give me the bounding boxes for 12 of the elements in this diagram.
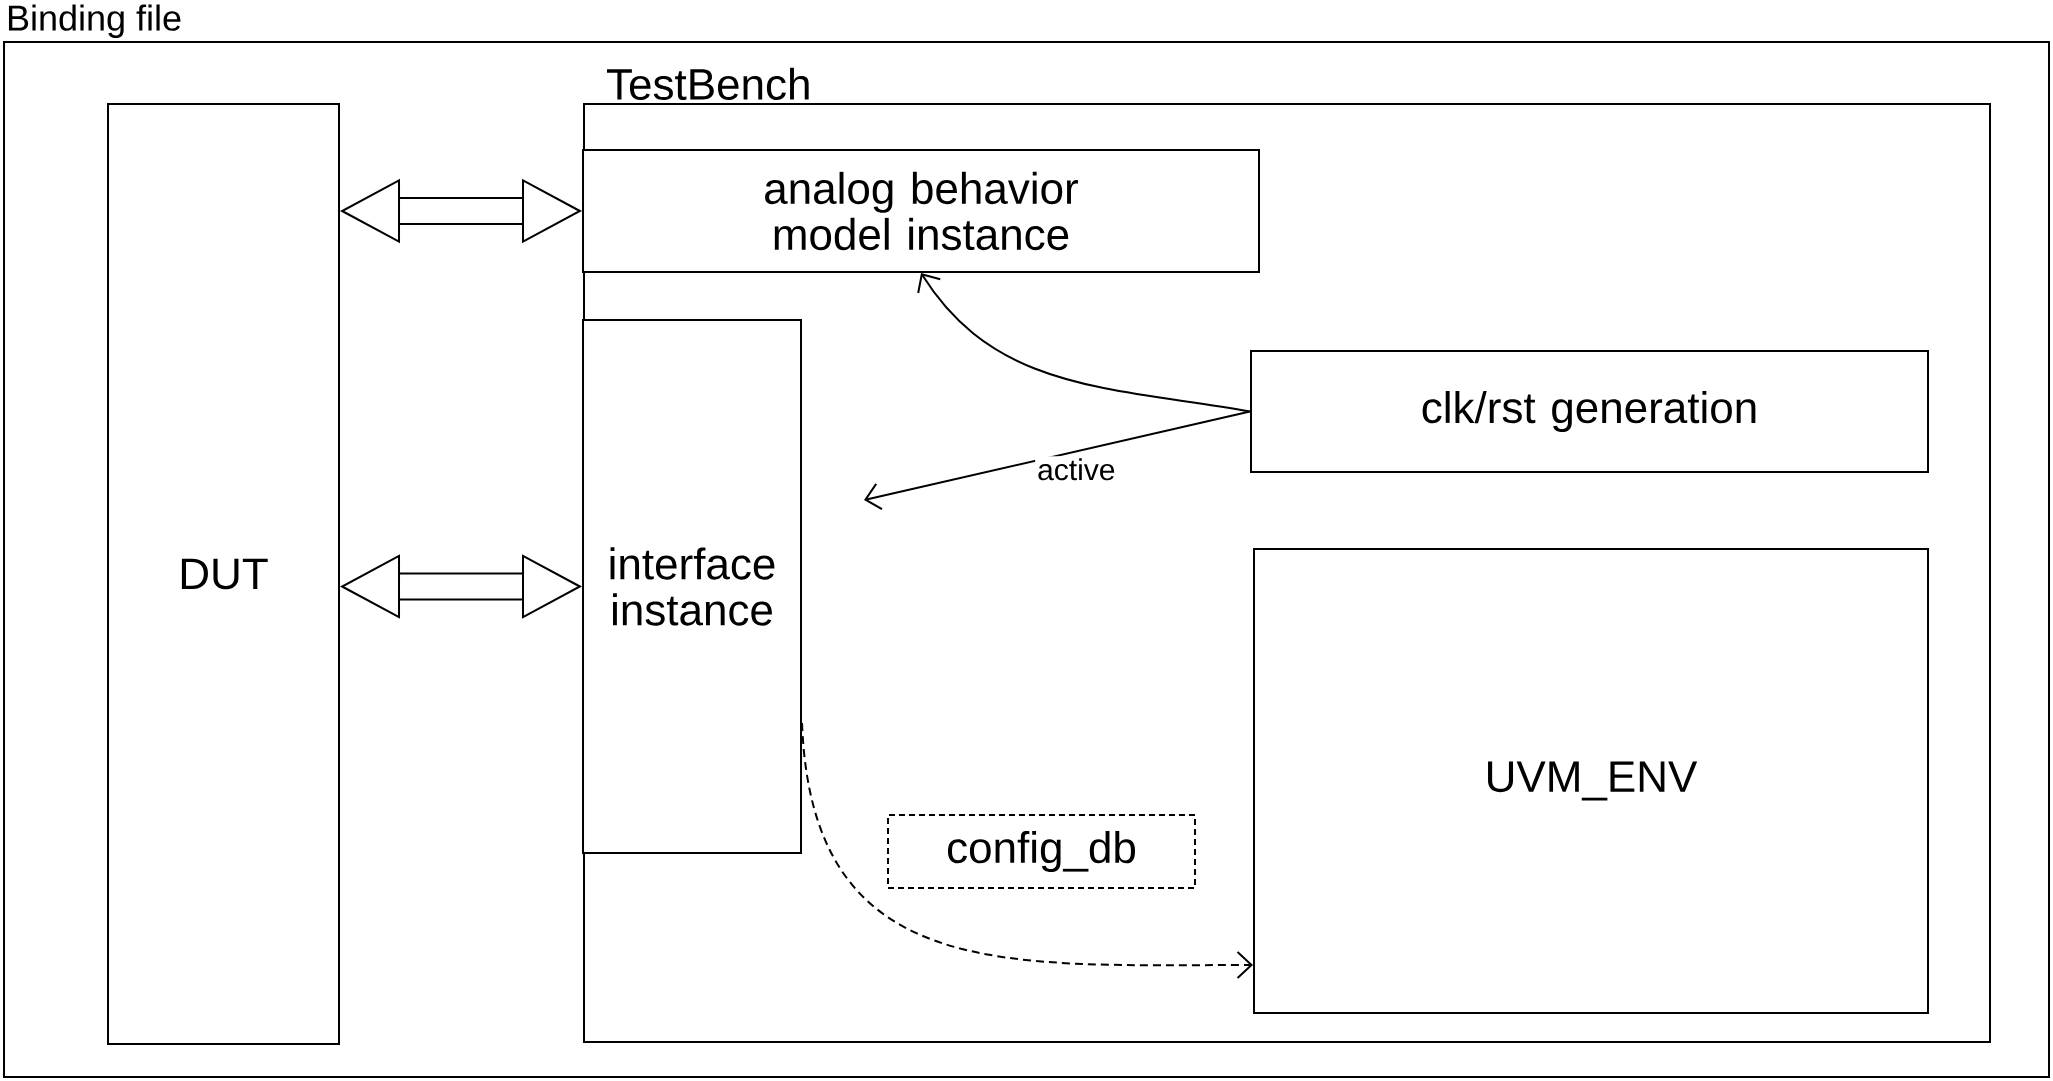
frame-label: TestBench xyxy=(607,67,809,100)
process-box: UVM_ENV xyxy=(1253,548,1929,1014)
process-box: clk/rst generation xyxy=(1250,350,1929,473)
frame-label: Binding file xyxy=(8,4,181,38)
process-box: DUT xyxy=(107,103,340,1045)
arrow xyxy=(917,273,1251,413)
dashed-box: config_db xyxy=(887,814,1196,889)
edge-label: active xyxy=(1035,456,1118,483)
arrow xyxy=(801,722,1253,979)
process-box: interface instance xyxy=(582,319,802,854)
process-box: analog behavior model instance xyxy=(582,149,1260,273)
arrow xyxy=(864,410,1251,511)
